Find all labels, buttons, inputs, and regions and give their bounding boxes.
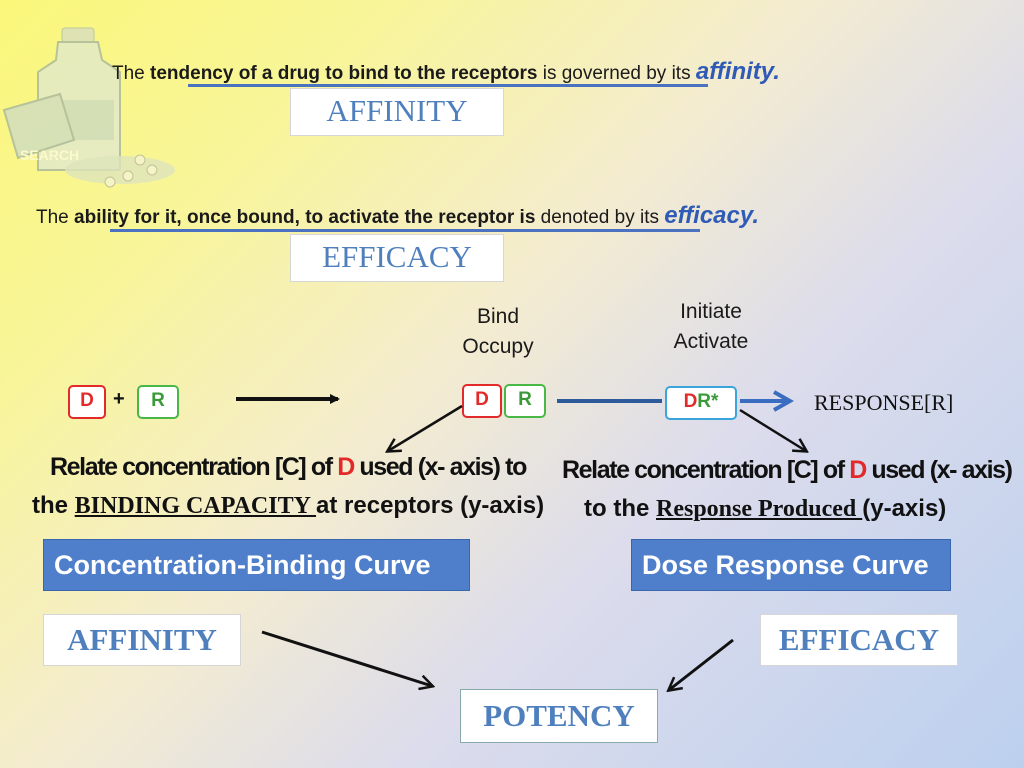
affinity-sentence: The tendency of a drug to bind to the re…: [112, 58, 780, 86]
plus-sign: +: [113, 388, 125, 410]
activated-receptor-letter: R*: [697, 391, 719, 412]
response-produced-text: Response Produced: [656, 496, 863, 522]
left-relation-line2: the BINDING CAPACITY at receptors (y-axi…: [32, 492, 544, 520]
efficacy-sentence-bold: ability for it, once bound, to activate …: [74, 207, 536, 228]
efficacy-term: efficacy.: [664, 202, 759, 229]
efficacy-to-potency-arrow: [669, 638, 734, 690]
efficacy-sentence-mid: denoted by its: [535, 207, 665, 228]
affinity-sentence-mid: is governed by its: [537, 63, 696, 84]
affinity-to-potency-arrow: [261, 630, 432, 686]
potency-box: POTENCY: [460, 689, 658, 743]
affinity-sentence-pre: The: [112, 63, 151, 84]
svg-text:SEARCH: SEARCH: [20, 147, 79, 163]
binding-down-arrow: [388, 404, 463, 451]
left-relation-line1: Relate concentration [C] of D used (x- a…: [50, 453, 527, 482]
affinity-label: AFFINITY: [290, 88, 504, 136]
right-relation-text-a: Relate concentration [C] of: [562, 456, 850, 484]
bound-drug-chip: D: [462, 384, 502, 418]
bound-receptor-chip: R: [504, 384, 546, 418]
affinity-sentence-bold: tendency of a drug to bind to the recept…: [150, 63, 538, 84]
receptor-chip: R: [137, 385, 179, 419]
left-relation-drug: D: [337, 453, 355, 481]
binding-capacity-text: BINDING CAPACITY: [74, 493, 317, 519]
bind-occupy-label: Bind Occupy: [438, 302, 558, 362]
efficacy-label: EFFICACY: [290, 234, 504, 282]
bottom-affinity-box: AFFINITY: [43, 614, 241, 666]
initiate-activate-label: Initiate Activate: [651, 297, 771, 357]
medicine-bottle-logo: SEARCH: [2, 27, 175, 188]
bottom-efficacy-box: EFFICACY: [760, 614, 958, 666]
response-label: RESPONSE[R]: [814, 390, 954, 415]
affinity-underline: [188, 84, 708, 87]
left-relation-post: at receptors (y-axis): [316, 492, 545, 519]
initiate-label: Initiate: [680, 300, 742, 323]
dose-response-curve-box: Dose Response Curve: [631, 539, 951, 591]
right-relation-line1: Relate concentration [C] of D used (x- a…: [562, 456, 1013, 485]
left-relation-pre: the: [32, 492, 75, 519]
right-relation-post: (y-axis): [862, 495, 947, 522]
left-relation-text-b: used (x- axis) to: [353, 453, 527, 481]
efficacy-underline: [110, 229, 700, 232]
right-relation-drug: D: [849, 456, 867, 484]
activate-label: Activate: [673, 330, 749, 353]
left-relation-text-a: Relate concentration [C] of: [50, 453, 338, 481]
occupy-label: Occupy: [462, 335, 534, 358]
right-relation-pre: to the: [584, 495, 656, 522]
affinity-term: affinity.: [695, 58, 780, 85]
activated-drug-letter: D: [683, 391, 698, 412]
activation-down-arrow: [739, 408, 806, 451]
right-relation-text-b: used (x- axis): [865, 456, 1013, 484]
bind-label: Bind: [476, 305, 520, 328]
efficacy-sentence-pre: The: [36, 207, 75, 228]
concentration-binding-curve-box: Concentration-Binding Curve: [43, 539, 470, 591]
activated-complex-chip: DR*: [665, 386, 737, 420]
right-relation-line2: to the Response Produced (y-axis): [584, 495, 946, 523]
drug-chip: D: [68, 385, 106, 419]
efficacy-sentence: The ability for it, once bound, to activ…: [36, 202, 759, 230]
